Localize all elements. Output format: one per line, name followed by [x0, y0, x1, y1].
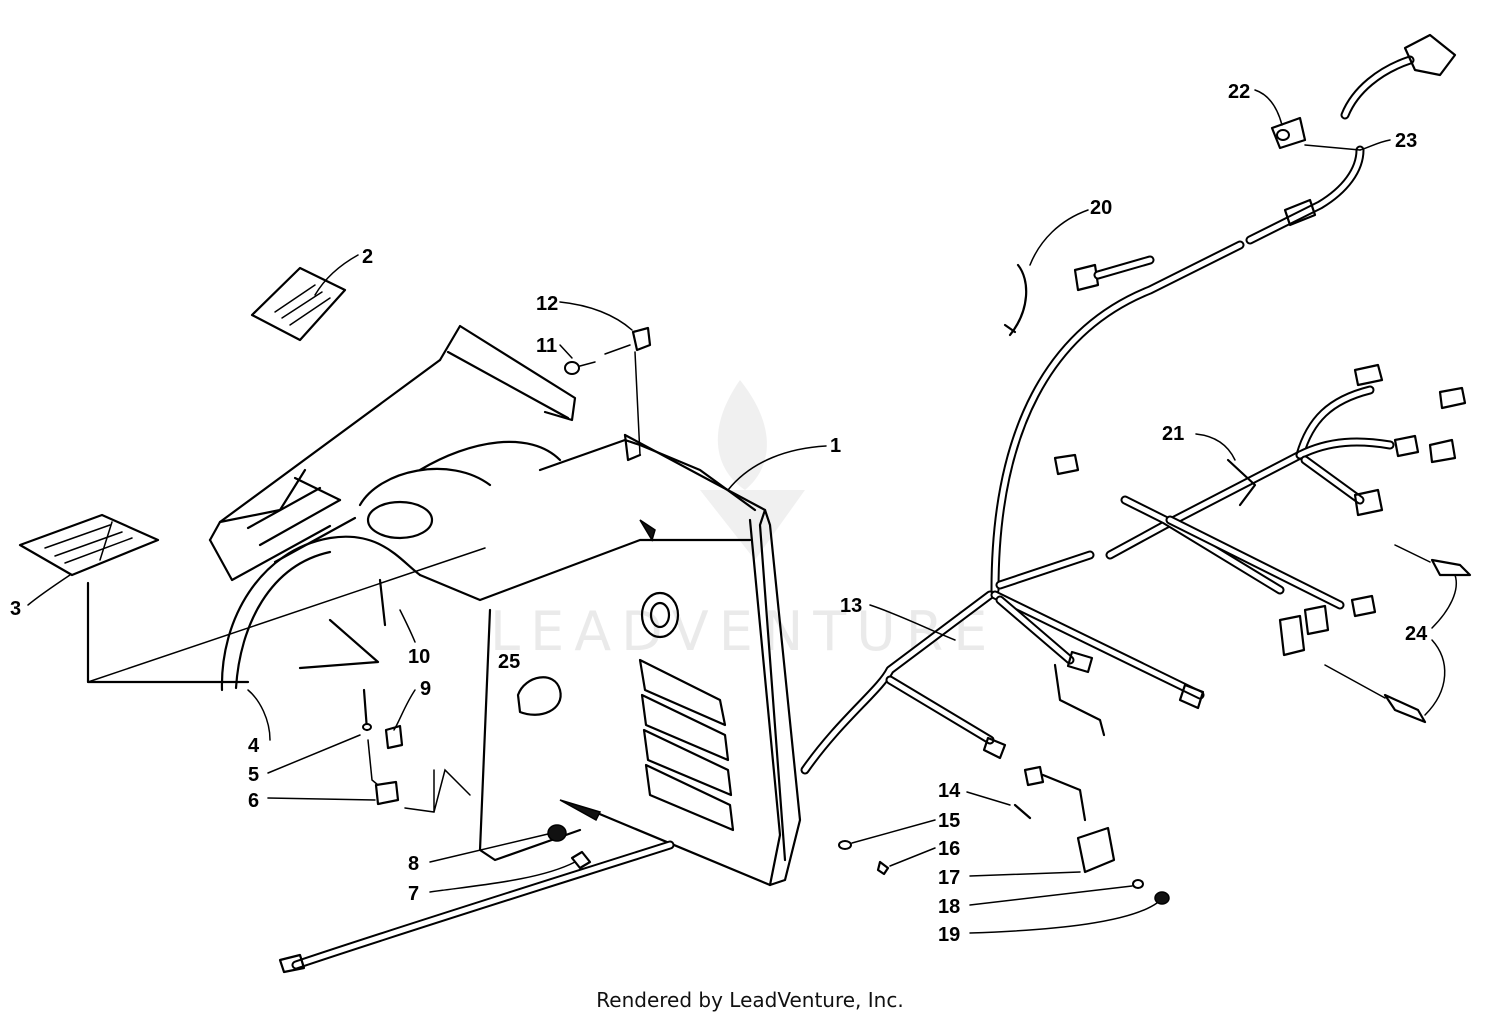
wiring-harness — [800, 33, 1472, 775]
callout-labels: 1 2 3 4 5 6 7 8 9 10 11 12 13 14 15 16 1… — [10, 81, 1428, 946]
callout-16: 16 — [938, 838, 960, 860]
fasteners-11-12 — [564, 326, 652, 456]
callout-11: 11 — [536, 335, 557, 357]
callout-1: 1 — [830, 435, 841, 457]
callout-18: 18 — [938, 896, 960, 918]
hardware-5-6-9 — [362, 688, 471, 813]
callout-9: 9 — [420, 678, 431, 700]
callout-6: 6 — [248, 790, 259, 812]
callout-21: 21 — [1162, 423, 1184, 445]
watermark: LEADVENTURE — [490, 380, 997, 663]
leader-lines — [27, 89, 1457, 934]
callout-8: 8 — [408, 853, 419, 875]
clip-22 — [1270, 116, 1361, 151]
callout-14: 14 — [938, 780, 961, 802]
callout-17: 17 — [938, 867, 960, 889]
decal-2 — [250, 266, 347, 342]
watermark-text: LEADVENTURE — [490, 600, 997, 663]
callout-2: 2 — [362, 246, 373, 268]
callout-3: 3 — [10, 598, 21, 620]
footer-credit: Rendered by LeadVenture, Inc. — [596, 988, 904, 1012]
callout-19: 19 — [938, 924, 960, 946]
callout-15: 15 — [938, 810, 960, 832]
callout-5: 5 — [248, 764, 259, 786]
callout-4: 4 — [248, 735, 260, 757]
callout-22: 22 — [1228, 81, 1250, 103]
callout-20: 20 — [1090, 197, 1112, 219]
callout-10: 10 — [408, 646, 430, 668]
callout-13: 13 — [840, 595, 862, 617]
lower-wire — [278, 840, 675, 974]
grommet-25 — [516, 676, 562, 716]
callout-23: 23 — [1395, 130, 1417, 152]
bracket-3-4 — [86, 581, 250, 684]
callout-25: 25 — [498, 651, 520, 673]
callout-7: 7 — [408, 883, 419, 905]
switch-assembly — [838, 765, 1170, 905]
callout-12: 12 — [536, 293, 558, 315]
decal-3 — [18, 513, 160, 577]
fasteners-7-8 — [547, 824, 592, 870]
callout-24: 24 — [1405, 623, 1428, 645]
leader-3-long — [87, 547, 486, 683]
